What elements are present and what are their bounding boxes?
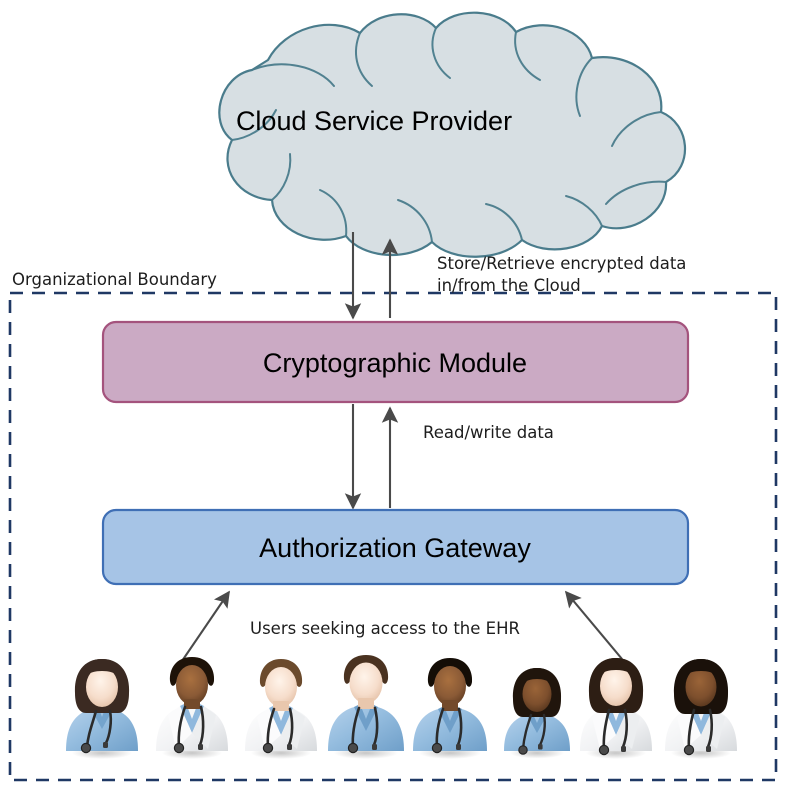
avatar-hair-front: [78, 659, 126, 687]
avatar-face: [265, 667, 297, 707]
user-avatar-6[interactable]: [504, 668, 570, 759]
stethoscope-tip-icon: [706, 746, 711, 752]
avatar-face: [685, 667, 717, 707]
stethoscope-tip-icon: [621, 746, 626, 752]
cloud-data-flow[interactable]: Store/Retrieve encrypted data in/from th…: [344, 232, 686, 320]
avatar-hair: [169, 657, 215, 686]
stethoscope-bell-icon: [683, 744, 695, 756]
stethoscope-bell-icon: [518, 745, 528, 755]
cloud-service-provider[interactable]: Cloud Service Provider: [218, 11, 687, 258]
healthcare-users: [66, 655, 737, 759]
avatar-hair-front: [592, 658, 640, 686]
avatar-neck: [184, 699, 200, 709]
stethoscope-bell-icon: [173, 742, 185, 754]
user-avatar-7[interactable]: [580, 658, 652, 759]
avatar-inner-shirt: [180, 703, 204, 733]
user-avatar-8[interactable]: [665, 659, 737, 759]
avatar-hair: [427, 658, 473, 687]
avatar-collar: [354, 704, 378, 731]
boundary-rect: [8, 291, 778, 782]
avatar-inner-shirt: [269, 705, 293, 735]
cloud-label: Cloud Service Provider: [236, 106, 512, 136]
users-access-flow[interactable]: Users seeking access to the EHR: [181, 590, 623, 662]
user-avatar-2[interactable]: [156, 657, 228, 759]
user-avatar-1[interactable]: [66, 659, 138, 759]
stethoscope-bell-icon: [598, 744, 610, 756]
authorization-gateway-label: Authorization Gateway: [259, 533, 531, 563]
avatar-face: [176, 665, 208, 705]
stethoscope-tip-icon: [198, 744, 203, 750]
boundary-label-text: Organizational Boundary: [12, 270, 217, 289]
stethoscope-bell-icon: [80, 742, 92, 754]
avatar-collar: [438, 706, 462, 733]
cryptographic-module-box: [101, 320, 690, 404]
cloud-flow-label-line1: Store/Retrieve encrypted data: [437, 254, 686, 273]
avatar-face: [522, 676, 552, 712]
stethoscope-tip-icon: [287, 744, 292, 750]
avatar-face: [349, 662, 383, 704]
stethoscope-tip-icon: [538, 744, 543, 750]
cloud-flow-label-line2: in/from the Cloud: [437, 276, 581, 295]
stethoscope-bell-icon: [431, 742, 443, 754]
avatar-face: [600, 666, 632, 706]
user-avatar-4[interactable]: [328, 655, 404, 759]
authorization-gateway-box: [101, 508, 690, 586]
avatar-hair: [343, 655, 389, 684]
stethoscope-tip-icon: [103, 742, 108, 748]
users-left-arrow: [181, 590, 230, 662]
avatar-face: [434, 666, 466, 706]
stethoscope-tip-icon: [372, 744, 377, 750]
avatar-collar: [527, 712, 547, 733]
avatar-hair-front: [677, 659, 725, 687]
read-write-label: Read/write data: [423, 423, 554, 442]
stethoscope-bell-icon: [347, 742, 359, 754]
read-write-data-flow[interactable]: Read/write data: [344, 404, 554, 510]
user-avatar-3[interactable]: [245, 659, 317, 759]
cryptographic-module-label: Cryptographic Module: [263, 348, 527, 378]
authorization-gateway[interactable]: Authorization Gateway: [101, 508, 690, 586]
avatar-hair-front: [515, 668, 559, 694]
avatar-face: [86, 667, 118, 707]
user-avatar-5[interactable]: [413, 658, 487, 759]
stethoscope-bell-icon: [262, 742, 274, 754]
avatar-neck: [442, 700, 458, 711]
avatar-neck: [273, 701, 289, 711]
avatar-neck: [358, 698, 374, 709]
cryptographic-module[interactable]: Cryptographic Module: [101, 320, 690, 404]
organizational-boundary: Organizational Boundary: [8, 270, 778, 782]
stethoscope-tip-icon: [456, 744, 461, 750]
users-access-label: Users seeking access to the EHR: [250, 619, 520, 638]
users-right-arrow: [564, 590, 623, 660]
